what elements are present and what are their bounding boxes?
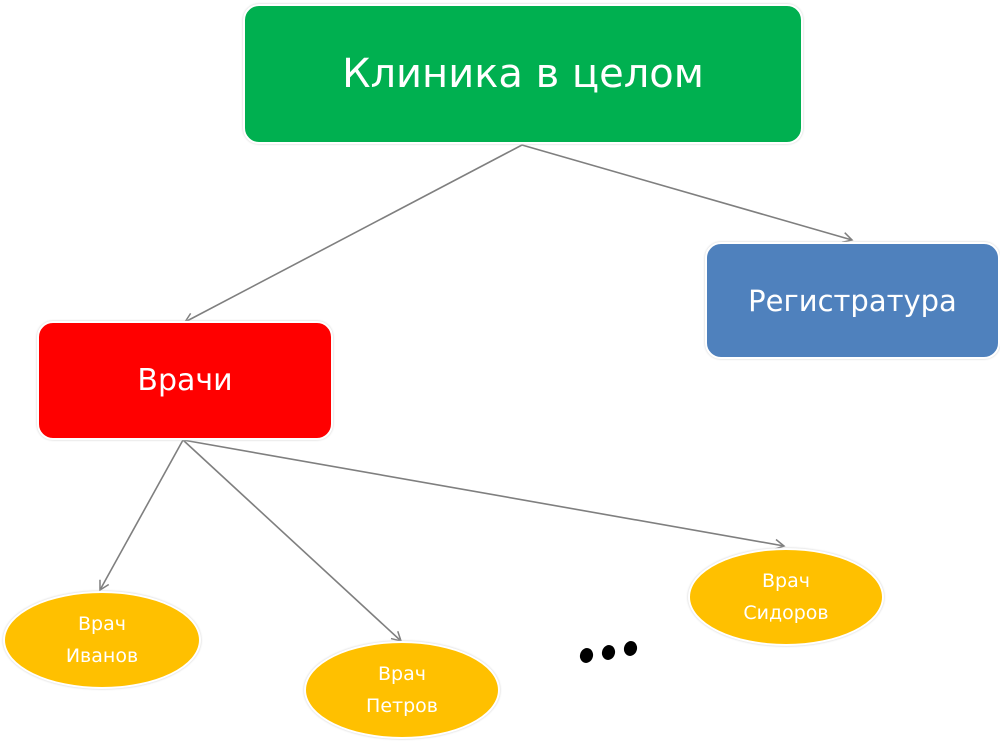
arrow-clinic-doctors (183, 144, 523, 323)
ivanov-line2: Иванов (65, 645, 139, 667)
clinic-label: Клиника в целом (342, 51, 704, 97)
doctor-petrov-node: Врач Петров (304, 641, 500, 739)
petrov-line2: Петров (366, 695, 438, 717)
arrow-doctors-ivanov (99, 439, 184, 592)
doctors-label: Врачи (137, 363, 233, 398)
registry-label: Регистратура (748, 283, 957, 318)
sidorov-line1: Врач (762, 570, 810, 592)
registry-node: Регистратура (705, 242, 1000, 359)
doctor-ivanov-node: Врач Иванов (3, 591, 201, 689)
ivanov-line1: Врач (78, 613, 126, 635)
doctor-sidorov-node: Врач Сидоров (688, 548, 884, 646)
arrow-doctors-petrov (182, 439, 403, 643)
arrow-doctors-sidorov (182, 439, 786, 551)
arrow-clinic-registry (521, 144, 854, 244)
sidorov-line2: Сидоров (743, 602, 829, 624)
doctors-node: Врачи (37, 321, 333, 440)
clinic-node: Клиника в целом (243, 4, 803, 144)
petrov-line1: Врач (378, 663, 426, 685)
